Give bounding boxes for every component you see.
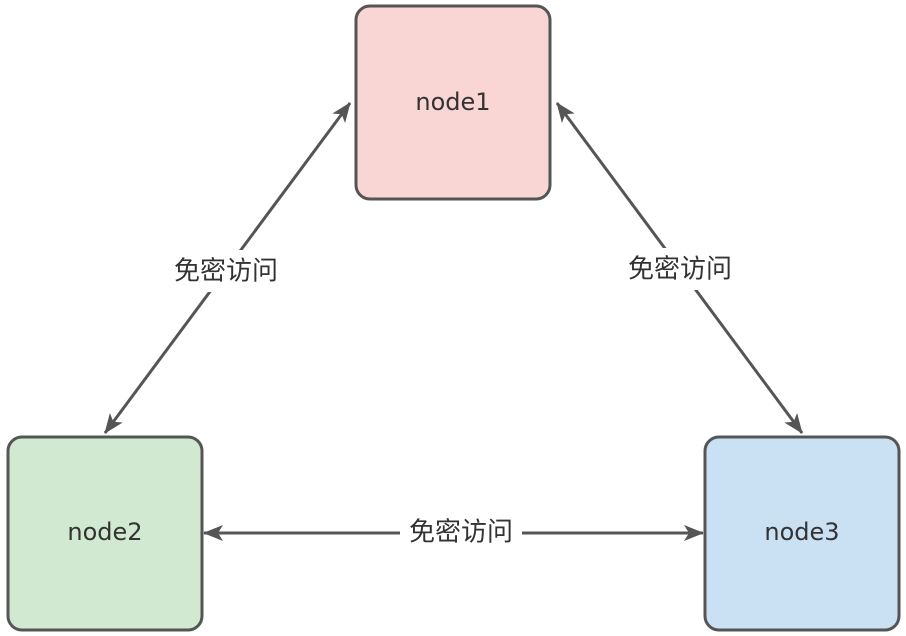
node3-box: node3: [703, 435, 901, 632]
node2-label: node2: [67, 518, 142, 546]
edge-node1-node2: 免密访问: [103, 102, 352, 434]
edge-node2-node3-label-bg: [400, 512, 522, 554]
edge-node1-node3-label: 免密访问: [628, 255, 732, 285]
node1-shape: [354, 4, 552, 201]
node2-shape: [6, 435, 204, 632]
node3-label: node3: [764, 518, 839, 546]
edge-node1-node2-label: 免密访问: [174, 257, 278, 287]
edge-node2-node3-label: 免密访问: [409, 518, 513, 548]
node3-shape: [703, 435, 901, 632]
edge-node1-node3-label-bg: [620, 248, 740, 290]
edge-node1-node2-label-bg: [166, 250, 286, 292]
node2-box: node2: [6, 435, 204, 632]
node1-box: node1: [354, 4, 552, 201]
edge-node1-node3: 免密访问: [555, 102, 804, 434]
edge-node2-node3: 免密访问: [203, 512, 704, 554]
node1-label: node1: [415, 88, 490, 116]
